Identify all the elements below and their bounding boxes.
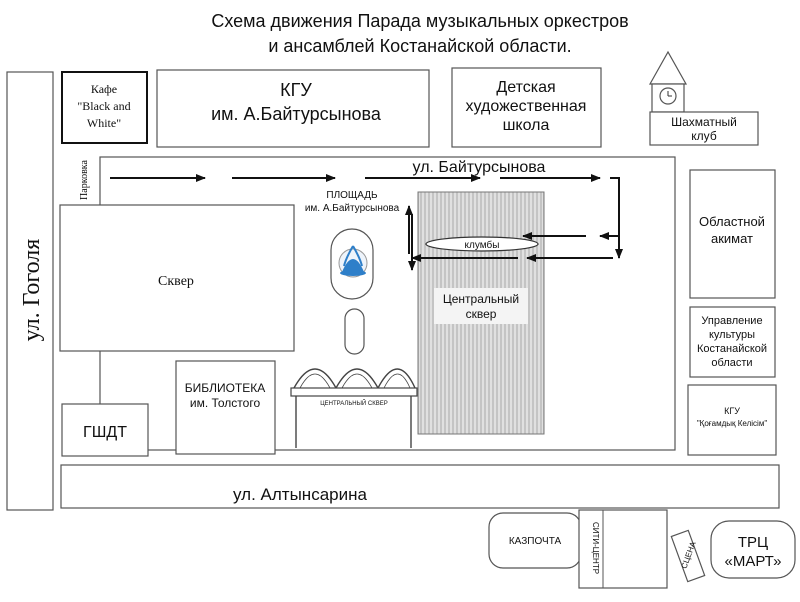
culture-dept-label-2: культуры	[709, 329, 755, 341]
route-arrow	[610, 177, 623, 259]
culture-department-building	[689, 306, 776, 378]
ploshchad-label-1: ПЛОЩАДЬ	[326, 190, 378, 201]
cafe-label-3: White"	[87, 116, 121, 130]
gogol-street-label: ул. Гоголя	[19, 239, 45, 342]
akimat-label-2: акимат	[711, 231, 753, 246]
flowerbed-oval	[344, 308, 365, 355]
clock-tower-icon	[648, 50, 688, 113]
city-center-label: СИТИ-ЦЕНТР	[591, 522, 600, 574]
map-title-line2: и ансамблей Костанайской области.	[268, 36, 571, 56]
gshdt-label: ГШДТ	[83, 424, 127, 441]
gogol-street	[6, 71, 54, 511]
central-square-label-2: сквер	[466, 307, 497, 321]
central-square-label-1: Центральный	[443, 292, 519, 306]
arch-label: ЦЕНТРАЛЬНЫЙ СКВЕР	[320, 399, 388, 407]
map-title-line1: Схема движения Парада музыкальных оркест…	[211, 11, 628, 31]
ploshchad-label-2: им. А.Байтурсынова	[305, 203, 400, 214]
art-school-label-1: Детская	[496, 79, 555, 96]
central-square-arch	[290, 368, 418, 448]
chess-club-building	[649, 111, 759, 146]
kgu-baitursynov-label-1: КГУ	[280, 80, 312, 100]
library-building	[175, 360, 276, 455]
baitursynov-street-label: ул. Байтурсынова	[413, 159, 546, 176]
culture-dept-label-4: области	[711, 357, 752, 369]
city-center-building	[578, 509, 668, 589]
cafe-black-and-white	[61, 71, 148, 144]
culture-dept-label-1: Управление	[701, 315, 762, 327]
culture-dept-label-3: Костанайской	[697, 343, 767, 355]
stage-building	[670, 529, 706, 583]
kgu-kelisim-label-2: "Қоғамдық Келісім"	[697, 419, 768, 428]
chess-club-label-1: Шахматный	[671, 115, 737, 129]
art-school-building	[451, 67, 602, 148]
central-square-label-bg	[434, 288, 528, 324]
parking-label: Парковка	[79, 160, 90, 200]
cafe-label-1: Кафе	[91, 82, 117, 96]
skver-label: Сквер	[158, 274, 194, 289]
art-school-label-2: художественная	[466, 98, 587, 115]
library-label-1: БИБЛИОТЕКА	[185, 381, 266, 395]
fountain-icon	[338, 245, 368, 278]
kgu-baitursynov-building	[156, 69, 430, 148]
kgu-baitursynov-label-2: им. А.Байтурсынова	[211, 104, 382, 124]
library-label-2: им. Толстого	[190, 396, 261, 410]
klumby-label: клумбы	[465, 239, 500, 251]
skver-area	[59, 204, 295, 352]
mart-mall-building	[710, 520, 796, 579]
kazpochta-label: КАЗПОЧТА	[509, 536, 562, 547]
mart-label-2: «МАРТ»	[724, 553, 781, 570]
altynsarin-street	[60, 464, 780, 509]
kgu-kelisim-label-1: КГУ	[724, 406, 740, 416]
akimat-building	[689, 169, 776, 299]
altynsarin-street-label: ул. Алтынсарина	[233, 485, 367, 504]
art-school-label-3: школа	[503, 117, 550, 134]
mart-label-1: ТРЦ	[738, 534, 768, 551]
kgu-kelisim-building	[687, 384, 777, 456]
akimat-label-1: Областной	[699, 214, 765, 229]
gshdt-building	[61, 403, 149, 457]
klumby-flowerbed	[425, 236, 539, 252]
chess-club-label-2: клуб	[691, 129, 717, 143]
cafe-label-2: "Black and	[77, 99, 130, 113]
